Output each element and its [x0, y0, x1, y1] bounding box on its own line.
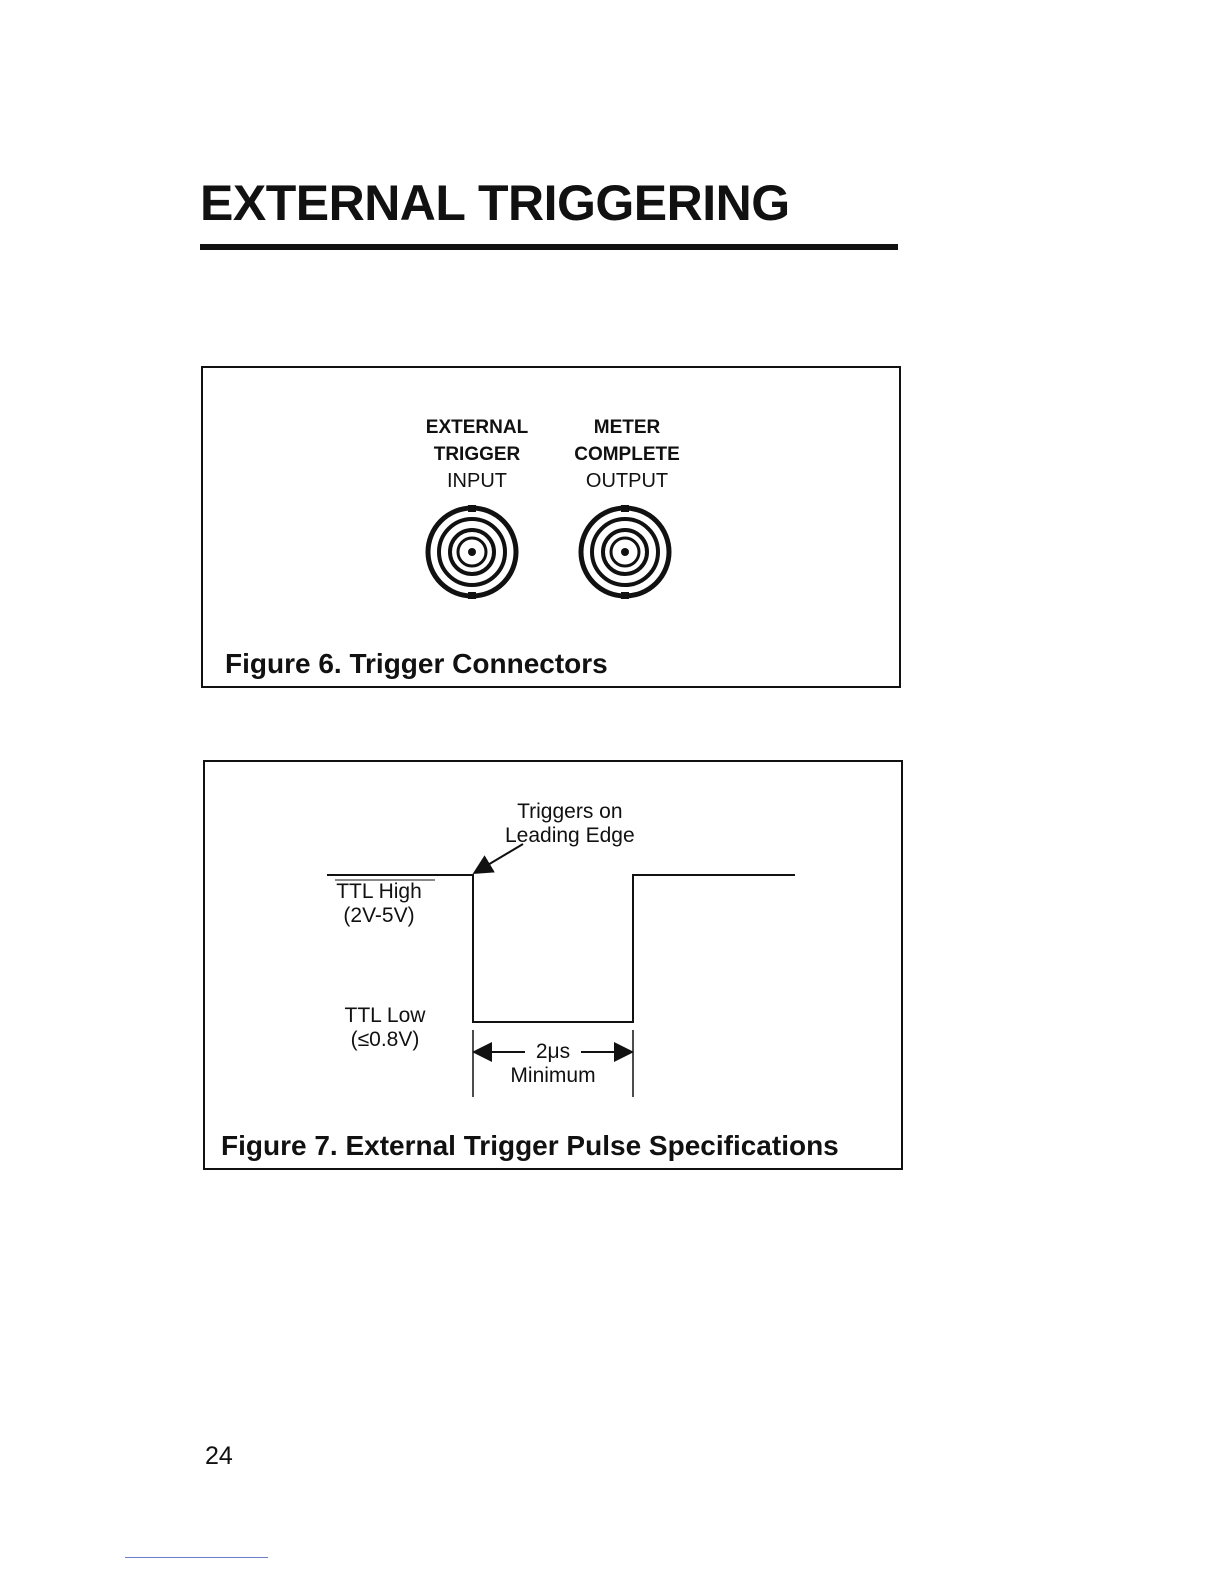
ttl-high-line: (2V-5V): [329, 904, 429, 928]
pulse-width-value: 2μs: [493, 1040, 613, 1064]
pulse-width-note: Minimum: [493, 1064, 613, 1088]
figure-7-caption: Figure 7. External Trigger Pulse Specifi…: [221, 1132, 839, 1160]
page-title: EXTERNAL TRIGGERING: [200, 178, 790, 228]
connector-label-line: TRIGGER: [392, 441, 562, 468]
connector-label-line: EXTERNAL: [392, 414, 562, 441]
page-number: 24: [205, 1444, 233, 1469]
bnc-connector-icon: [577, 504, 673, 600]
connector-label-line: METER: [542, 414, 712, 441]
external-trigger-input-label: EXTERNAL TRIGGER INPUT: [392, 414, 562, 495]
footer-rule: [125, 1557, 268, 1558]
ttl-low-line: (≤0.8V): [335, 1028, 435, 1052]
ttl-high-line: TTL High: [329, 880, 429, 904]
connector-label-line: OUTPUT: [542, 468, 712, 495]
connector-label-line: COMPLETE: [542, 441, 712, 468]
figure-6-trigger-connectors: EXTERNAL TRIGGER INPUT METER COMPLETE OU…: [201, 366, 901, 688]
meter-complete-output-label: METER COMPLETE OUTPUT: [542, 414, 712, 495]
ttl-low-label: TTL Low (≤0.8V): [335, 1004, 435, 1052]
leading-edge-arrow: [476, 844, 523, 872]
leading-edge-annotation: Triggers on Leading Edge: [505, 800, 635, 848]
connector-label-line: INPUT: [392, 468, 562, 495]
bnc-connector-icon: [424, 504, 520, 600]
figure-6-caption: Figure 6. Trigger Connectors: [225, 650, 608, 678]
title-rule: [200, 244, 898, 250]
figure-7-trigger-pulse-specifications: Triggers on Leading Edge TTL High (2V-5V…: [203, 760, 903, 1170]
annotation-line: Triggers on: [505, 800, 635, 824]
pulse-width-label: 2μs Minimum: [493, 1040, 613, 1088]
ttl-low-line: TTL Low: [335, 1004, 435, 1028]
annotation-line: Leading Edge: [505, 824, 635, 848]
ttl-high-label: TTL High (2V-5V): [329, 880, 429, 928]
